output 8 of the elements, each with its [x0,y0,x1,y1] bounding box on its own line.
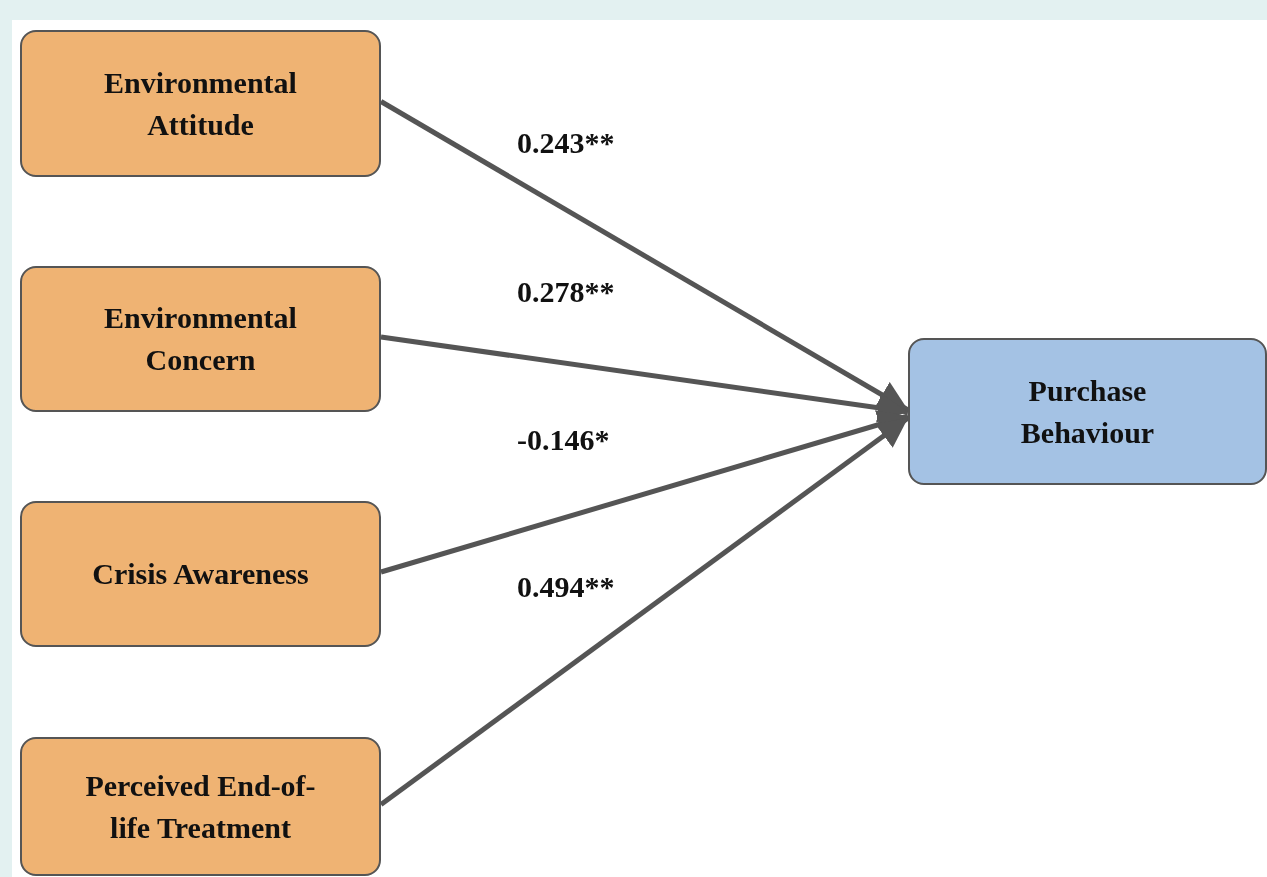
outcome-box: Purchase Behaviour [908,338,1267,485]
predictor-box: Perceived End-of-life Treatment [20,737,381,876]
predictor-box: Environmental Attitude [20,30,381,177]
predictor-box: Environmental Concern [20,266,381,412]
arrow [380,410,909,575]
arrow [379,416,910,807]
predictor-box: Crisis Awareness [20,501,381,647]
arrow [380,334,909,423]
